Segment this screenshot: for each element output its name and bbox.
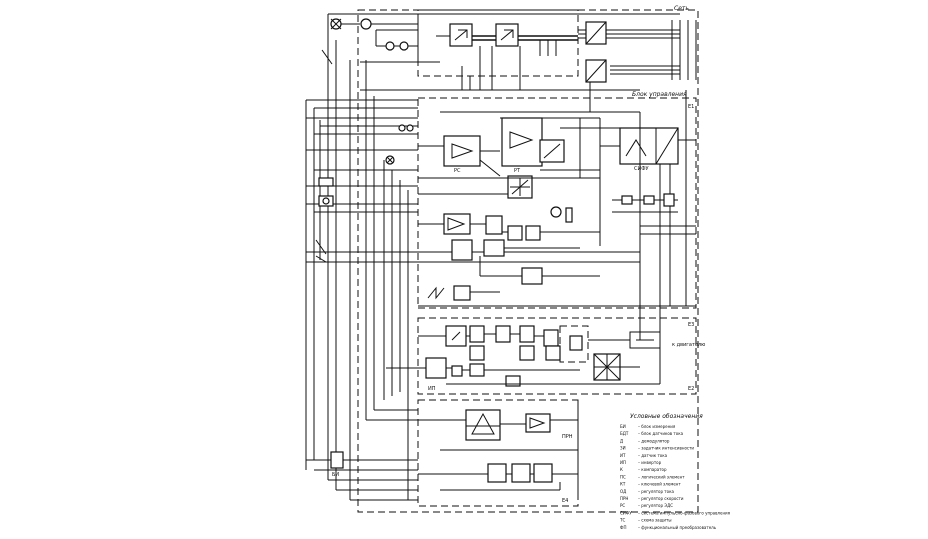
left-side-components: [315, 18, 414, 469]
prn-label: ПРН: [562, 434, 573, 440]
legend-code: ФП: [620, 525, 626, 530]
bi-label: БИ: [332, 472, 339, 478]
legend-description: – схема защиты: [638, 518, 671, 523]
comparator-group: [418, 206, 600, 301]
e4-regulator: [418, 409, 578, 491]
legend-code: ПРН: [620, 496, 628, 501]
legend-code: БДТ: [620, 431, 629, 436]
rt-label: РТ: [514, 168, 521, 174]
to-motor-label: к двигателю: [672, 342, 705, 348]
legend-code: ЗИ: [620, 446, 626, 451]
legend-description: – регулятор ЭДС: [638, 503, 673, 508]
legend-code: ИП: [620, 460, 626, 465]
legend-code: ОД: [620, 489, 626, 494]
legend-description: – инвертор: [638, 460, 662, 465]
legend-description: – логический элемент: [638, 474, 685, 479]
block-e2-label: E2: [688, 386, 694, 392]
legend-description: – ключевой элемент: [638, 482, 681, 487]
ip-label: ИП: [428, 386, 436, 392]
right-feedback-lines: [418, 90, 696, 500]
block-header-label: Блок управления: [632, 91, 687, 98]
function-converter: [507, 139, 565, 199]
legend-code: БИ: [620, 424, 626, 429]
e1-wiring: [418, 111, 696, 306]
network-label: Сеть: [674, 5, 689, 12]
legend-description: – компаратор: [638, 467, 667, 472]
sifu-block: [600, 127, 696, 165]
top-power-wiring: [328, 13, 697, 112]
legend-code: ИТ: [620, 453, 626, 458]
legend-title: Условные обозначения: [630, 413, 703, 420]
legend-code: СИФУ: [620, 510, 632, 515]
block-e3-label: E3: [688, 322, 694, 328]
block-e1-label: E1: [688, 104, 694, 110]
sifu-label: СИФУ: [634, 166, 649, 172]
legend: Условные обозначения БИ – блок измеренияБ…: [619, 413, 731, 530]
legend-description: – регулятор скорости: [638, 496, 684, 501]
legend-code: ТС: [619, 518, 625, 523]
legend-code: РС: [620, 503, 625, 508]
legend-description: – блок измерения: [638, 424, 676, 429]
block-e1-frame: [417, 97, 697, 309]
legend-code: К: [620, 467, 623, 472]
rs-label: РС: [454, 168, 461, 174]
legend-code: ПС: [620, 474, 626, 479]
e3-logic-chain: [386, 325, 661, 387]
legend-description: – демодулятор: [638, 438, 670, 443]
legend-description: – регулятор тока: [638, 489, 674, 494]
legend-description: – функциональный преобразователь: [638, 525, 717, 530]
thyristor-converters: [449, 21, 607, 83]
regulator-rs: [418, 135, 500, 167]
legend-description: – блок датчиков тока: [638, 431, 684, 436]
legend-description: – датчик тока: [638, 453, 668, 458]
legend-description: – система импульсно-фазового управления: [638, 510, 731, 515]
regulator-rt: [501, 117, 560, 167]
left-bus-lines: [305, 14, 409, 500]
legend-code: КТ: [620, 482, 626, 487]
block-e3-frame: [417, 317, 697, 395]
block-e4-label: E4: [562, 498, 568, 504]
legend-description: – задатчик интенсивности: [638, 446, 694, 451]
control-block-frame: [357, 9, 699, 513]
legend-code: Д: [620, 438, 623, 443]
